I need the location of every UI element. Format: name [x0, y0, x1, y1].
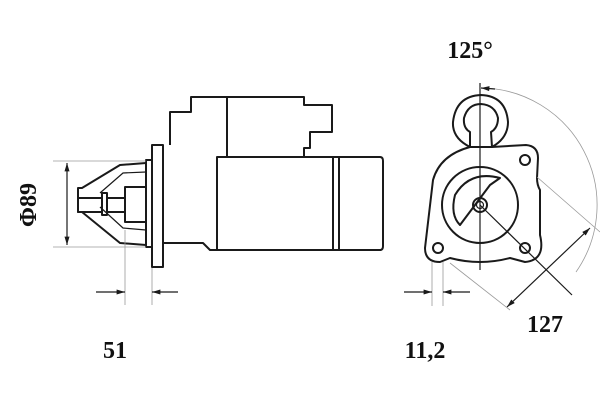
nose-cone	[77, 162, 147, 246]
angle-arrow	[480, 86, 496, 92]
bolt-hole-bottom-left	[432, 242, 444, 254]
dim-ext-127-b	[449, 262, 511, 311]
pinion-window	[452, 175, 501, 226]
angle-label: 125°	[447, 38, 493, 64]
bolt-hole-top-right	[519, 154, 531, 166]
terminal-outer	[451, 94, 509, 148]
side-view: Φ89 51	[16, 96, 384, 364]
bolt-spacing-dimension-line	[506, 227, 591, 308]
pinion-tip	[77, 197, 103, 213]
drive-housing	[163, 242, 217, 251]
shaft-inner	[475, 200, 485, 210]
mounting-flange	[151, 144, 164, 268]
bolt-spacing-label: 127	[527, 312, 563, 338]
flange-offset-label: 51	[103, 338, 127, 364]
end-cap	[333, 156, 384, 251]
dim-ext-127-a	[536, 176, 600, 233]
solenoid-outline	[169, 96, 333, 157]
diameter-label: Φ89	[16, 183, 42, 227]
terminal-inner	[462, 103, 499, 148]
pinion-gear	[124, 186, 147, 223]
motor-body	[216, 156, 334, 251]
housing-bore	[441, 166, 519, 244]
flange-thickness-label: 11,2	[405, 338, 446, 364]
end-view: 125° 127 11,2	[404, 38, 600, 364]
angle-arc	[479, 87, 598, 273]
shaft-outer	[472, 197, 488, 213]
pinion-shaft	[106, 197, 126, 213]
bolt-hole-bottom-right	[519, 242, 531, 254]
bolt-centerline	[479, 204, 573, 296]
